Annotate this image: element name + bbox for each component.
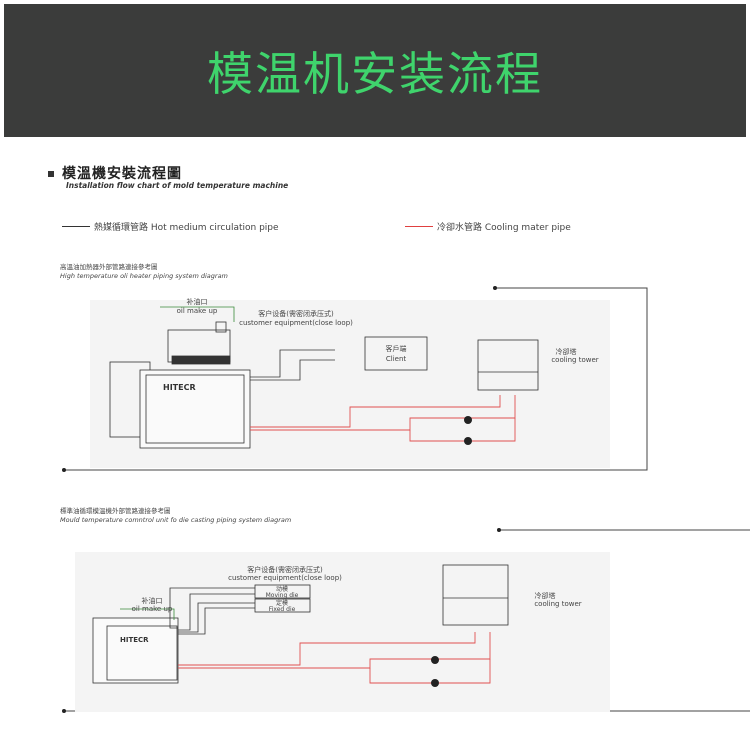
hot-line-swatch <box>62 226 90 227</box>
connector-dot <box>493 286 497 290</box>
connector-dot <box>62 468 66 472</box>
legend-hot: 熱媒循環管路 Hot medium circulation pipe <box>62 220 279 233</box>
banner-title: 模温机安装流程 <box>207 46 543 101</box>
cooling-tower-en: cooling tower <box>534 600 581 608</box>
legend-hot-label: 熱媒循環管路 Hot medium circulation pipe <box>94 223 279 233</box>
legend-cool: 冷卻水管路 Cooling mater pipe <box>405 220 571 233</box>
cooling-tower-cn: 冷卻塔 <box>556 347 577 356</box>
connector-dot <box>497 528 501 532</box>
cooling-tower-cn: 冷卻塔 <box>535 591 556 600</box>
cool-line-swatch <box>405 226 433 227</box>
diagram2-title-cn: 標準油循環模溫機外部管路連接參考圖 <box>60 507 171 515</box>
customer-equipment-en: customer equipment(close loop) <box>228 574 342 582</box>
fixed-die-cn: 定模 <box>276 599 288 607</box>
oil-makeup-cn: 补油口 <box>187 297 208 306</box>
diagram1-title-cn: 高溫油加熱器外部管路連接參考圖 <box>60 263 158 271</box>
client-cn: 客戶端 <box>386 344 407 353</box>
moving-die-cn: 动模 <box>276 585 288 593</box>
diagram2-title-en: Mould temperature comntrol unit fo die c… <box>60 516 292 524</box>
oil-makeup-en: oil make up <box>177 307 218 315</box>
diagram1: HITECR 补油口 oil make up 客户设备(需密闭承压式) cust… <box>90 297 610 468</box>
oil-makeup-cn: 补油口 <box>142 596 163 605</box>
client-en: Client <box>386 355 407 363</box>
oil-makeup-en: oil make up <box>132 605 173 613</box>
diagram2: HITECR 补油口 oil make up 客户设备(需密闭承压式) cust… <box>75 552 610 712</box>
cooling-tower-en: cooling tower <box>551 356 598 364</box>
section-title-text: 模溫機安裝流程圖 <box>62 166 182 182</box>
connector-dot <box>62 709 66 713</box>
customer-equipment-cn: 客户设备(需密闭承压式) <box>247 565 323 574</box>
brand-logo: HITECR <box>120 636 149 644</box>
title-banner: 模温机安装流程 <box>4 4 746 137</box>
brand-logo: HITECR <box>163 383 196 392</box>
customer-equipment-en: customer equipment(close loop) <box>239 319 353 327</box>
legend-cool-label: 冷卻水管路 Cooling mater pipe <box>437 223 571 233</box>
customer-equipment-cn: 客户设备(需密闭承压式) <box>258 309 334 318</box>
diagram1-title-en: High temperature oli heater piping syste… <box>60 272 228 280</box>
moving-die-en: Moving die <box>266 592 299 599</box>
section-title: 模溫機安裝流程圖 <box>48 163 182 183</box>
bullet-square-icon <box>48 171 54 177</box>
section-subtitle: Installation flow chart of mold temperat… <box>66 181 289 190</box>
fixed-die-en: Fixed die <box>269 606 296 613</box>
